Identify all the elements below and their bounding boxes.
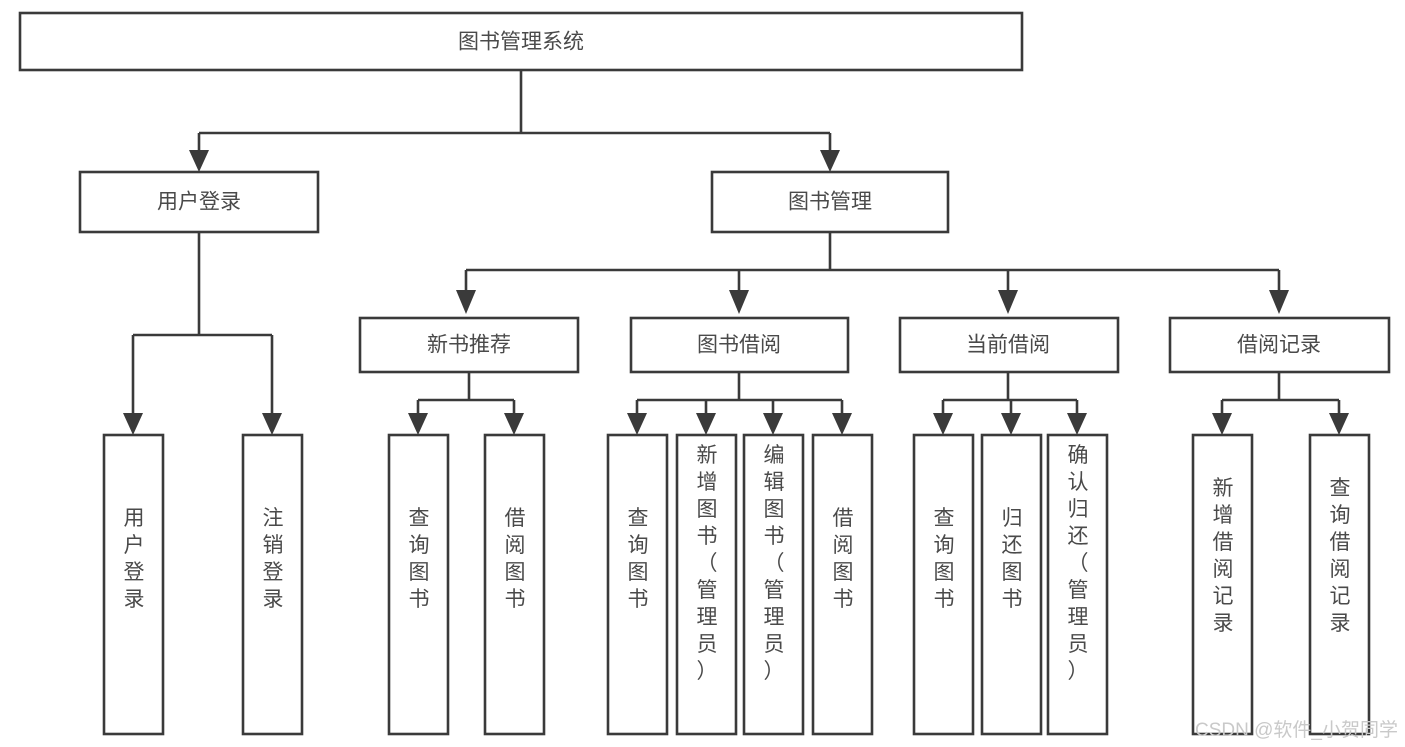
leaf-box-current-return (980, 433, 1043, 736)
leaf-box-current-query (912, 433, 975, 736)
arrowhead-leaf-5 (627, 413, 647, 435)
leaf-node-newbook-borrow[interactable]: 借阅图书 (483, 433, 546, 736)
arrowhead-leaf-6 (696, 413, 716, 435)
leaf-box-borrow-edit (742, 433, 805, 736)
leaf-label-record-query: 查询借阅记录 (1330, 477, 1351, 635)
leaf-node-record-add[interactable]: 新增借阅记录 (1191, 433, 1254, 736)
leaf-node-user-login-login[interactable]: 用户登录 (102, 433, 165, 736)
node-borrow-record[interactable]: 借阅记录 (1168, 316, 1391, 374)
arrowhead-leaf-11 (1067, 413, 1087, 435)
arrowhead-leaf-2 (262, 413, 282, 435)
leaf-label-current-query: 查询图书 (934, 507, 955, 611)
leaf-label-newbook-borrow: 借阅图书 (505, 507, 526, 611)
leaf-box-record-add (1191, 433, 1254, 736)
node-book-management-label: 图书管理 (788, 191, 872, 214)
arrowhead-level3-2 (729, 290, 749, 314)
node-book-borrow-box (629, 316, 850, 374)
node-user-login-box (78, 170, 320, 234)
leaf-label-current-return: 归还图书 (1002, 507, 1023, 611)
leaf-node-current-query[interactable]: 查询图书 (912, 433, 975, 736)
arrowhead-leaf-3 (408, 413, 428, 435)
csdn-watermark: CSDN @软件_小贺同学 (1195, 719, 1398, 741)
leaf-box-user-login-login (102, 433, 165, 736)
leaf-box-borrow-add (675, 433, 738, 736)
node-borrow-record-box (1168, 316, 1391, 374)
node-user-login[interactable]: 用户登录 (78, 170, 320, 234)
leaf-node-record-query[interactable]: 查询借阅记录 (1308, 433, 1371, 736)
node-user-login-label: 用户登录 (157, 191, 241, 214)
node-new-book-recommend[interactable]: 新书推荐 (358, 316, 580, 374)
arrowhead-level3-3 (998, 290, 1018, 314)
leaf-box-newbook-query (387, 433, 450, 736)
node-root-system[interactable]: 图书管理系统 (18, 11, 1024, 72)
arrowhead-level3-1 (456, 290, 476, 314)
node-new-book-recommend-label: 新书推荐 (427, 334, 511, 357)
arrowhead-leaf-8 (832, 413, 852, 435)
node-root-label: 图书管理系统 (458, 31, 584, 54)
leaf-label-record-add: 新增借阅记录 (1213, 477, 1234, 635)
leaf-box-newbook-borrow (483, 433, 546, 736)
node-current-borrow-label: 当前借阅 (966, 334, 1050, 357)
node-book-borrow[interactable]: 图书借阅 (629, 316, 850, 374)
arrowhead-leaf-13 (1329, 413, 1349, 435)
node-book-management[interactable]: 图书管理 (710, 170, 950, 234)
arrowhead-leaf-9 (933, 413, 953, 435)
arrowhead-level3-4 (1269, 290, 1289, 314)
leaf-label-current-confirm: 确认归还（管理员） (1068, 444, 1089, 683)
leaf-node-borrow-add[interactable]: 新增图书（管理员） (675, 433, 738, 736)
leaf-label-user-login-logout: 注销登录 (263, 507, 284, 611)
node-borrow-record-label: 借阅记录 (1237, 334, 1321, 357)
arrowhead-userlogin (189, 150, 209, 172)
node-book-borrow-label: 图书借阅 (697, 334, 781, 357)
node-current-borrow[interactable]: 当前借阅 (898, 316, 1120, 374)
node-book-management-box (710, 170, 950, 234)
leaf-node-borrow-borrow[interactable]: 借阅图书 (811, 433, 874, 736)
leaf-box-borrow-query (606, 433, 669, 736)
leaf-box-current-confirm (1046, 433, 1109, 736)
leaf-node-current-confirm[interactable]: 确认归还（管理员） (1046, 433, 1109, 736)
leaf-label-borrow-edit: 编辑图书（管理员） (764, 444, 785, 683)
arrowhead-leaf-10 (1001, 413, 1021, 435)
arrowhead-leaf-4 (504, 413, 524, 435)
leaf-label-borrow-add: 新增图书（管理员） (697, 444, 718, 683)
node-root-box (18, 11, 1024, 72)
node-current-borrow-box (898, 316, 1120, 374)
connectors-group (131, 70, 1341, 415)
leaf-label-newbook-query: 查询图书 (409, 507, 430, 611)
leaf-node-newbook-query[interactable]: 查询图书 (387, 433, 450, 736)
arrowhead-leaf-12 (1212, 413, 1232, 435)
arrowheads-group (123, 150, 1349, 435)
leaf-node-borrow-query[interactable]: 查询图书 (606, 433, 669, 736)
arrowhead-leaf-7 (763, 413, 783, 435)
leaf-label-borrow-borrow: 借阅图书 (833, 507, 854, 611)
leaf-box-borrow-borrow (811, 433, 874, 736)
leaf-node-borrow-edit[interactable]: 编辑图书（管理员） (742, 433, 805, 736)
node-new-book-recommend-box (358, 316, 580, 374)
leaf-label-user-login-login: 用户登录 (124, 507, 145, 611)
leaf-box-user-login-logout (241, 433, 304, 736)
leaf-label-borrow-query: 查询图书 (628, 507, 649, 611)
arrowhead-leaf-1 (123, 413, 143, 435)
leaf-box-record-query (1308, 433, 1371, 736)
arrowhead-bookmgmt (820, 150, 840, 172)
leaf-node-current-return[interactable]: 归还图书 (980, 433, 1043, 736)
leaf-node-user-login-logout[interactable]: 注销登录 (241, 433, 304, 736)
